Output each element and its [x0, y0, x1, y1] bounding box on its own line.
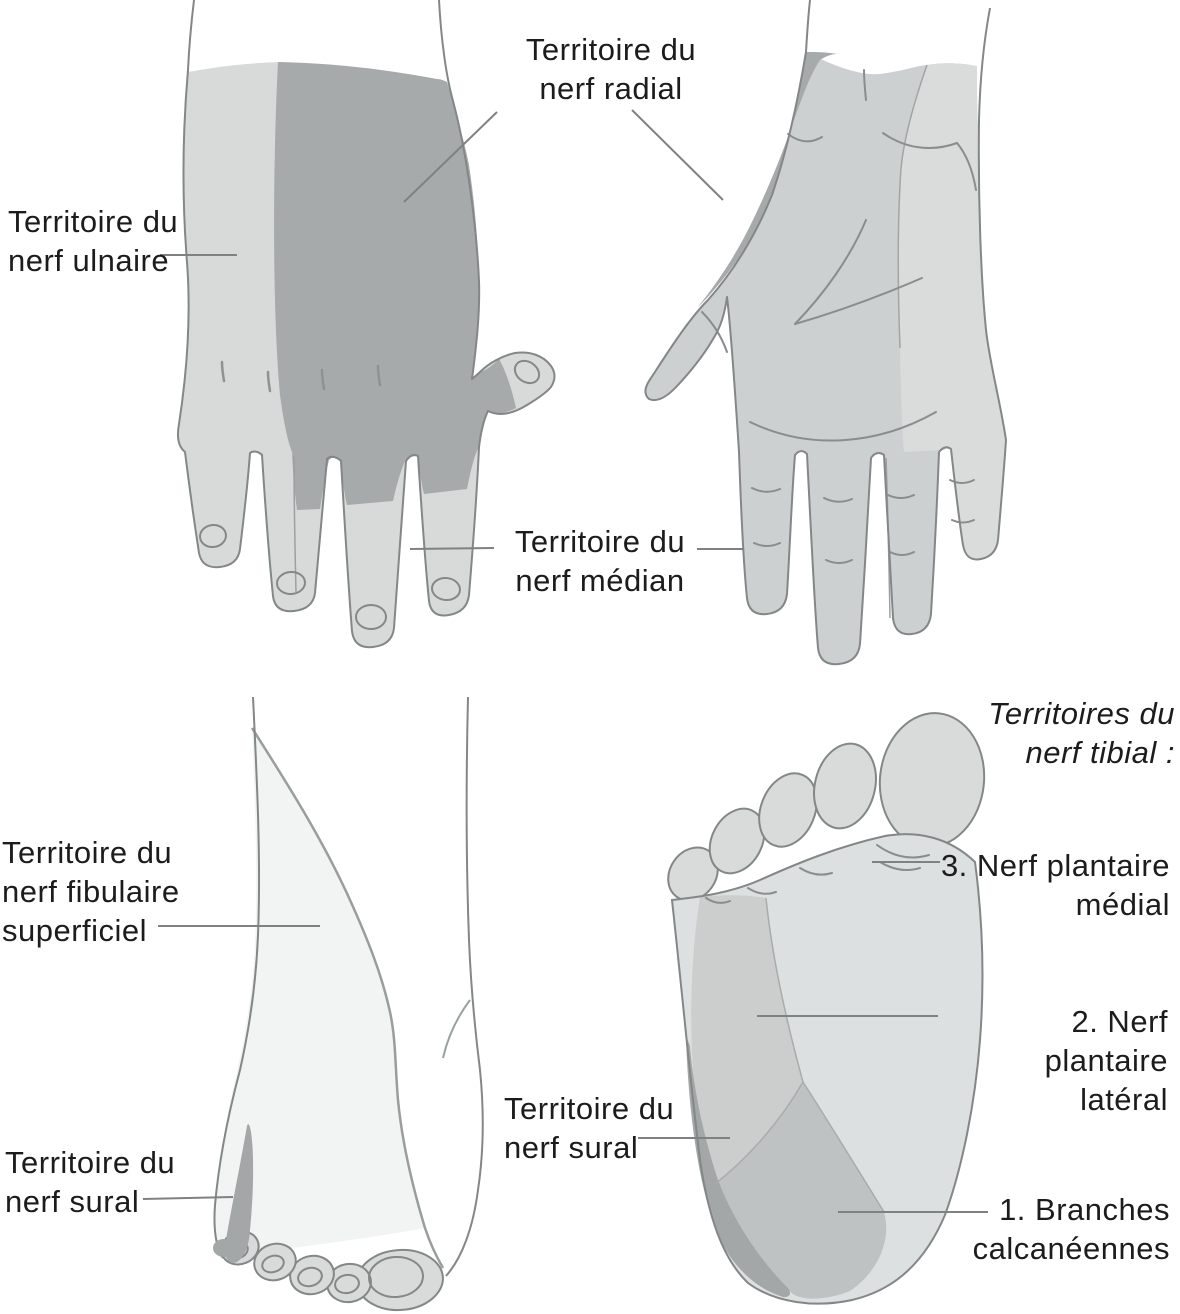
label-lateral-plantar-nerve: 2. Nerf plantaire latéral — [1044, 1004, 1168, 1117]
right-foot-lateral-plantar-region — [691, 895, 803, 1184]
leader-radial-left — [403, 111, 498, 203]
label-superficial-fibular-territory: Territoire du nerf fibulaire superficiel — [2, 835, 180, 948]
left-foot-sural-toe-spot — [213, 1239, 235, 1257]
leader-median-left — [409, 547, 495, 550]
right-hand-division-line — [897, 64, 928, 349]
right-hand-palm-creases — [701, 69, 977, 564]
label-radial-territory: Territoire du nerf radial — [525, 32, 697, 106]
leader-radial-right — [631, 109, 724, 201]
right-foot-region-boundaries — [714, 897, 885, 1213]
label-sural-territory-right-foot: Territoire du nerf sural — [504, 1091, 675, 1165]
left-foot-toes — [220, 1230, 444, 1312]
left-foot-fibular-wedge — [214, 728, 425, 1258]
right-hand-ulnar-strip — [898, 63, 1006, 560]
left-foot-wedge-boundary — [250, 727, 445, 1269]
label-calcaneal-branches: 1. Branches calcanéennes — [972, 1192, 1170, 1266]
right-hand-palmar-illustration — [644, 0, 1007, 666]
label-sural-territory-left-foot: Territoire du nerf sural — [5, 1145, 176, 1219]
label-median-territory: Territoire du nerf médian — [514, 524, 686, 598]
left-foot-lateral-edge — [445, 696, 484, 1277]
right-foot-toe-creases — [705, 844, 930, 904]
right-hand-outline — [644, 0, 1007, 666]
left-hand-radial-dark-region — [274, 62, 516, 510]
label-tibial-territories-header: Territoires du nerf tibial : — [988, 696, 1175, 770]
leader-lines — [142, 109, 988, 1213]
left-hand-outline — [176, 0, 556, 649]
right-foot-sole-illustration — [667, 712, 986, 1305]
left-hand-knuckle-ticks — [220, 360, 382, 393]
left-foot-ankle-line — [442, 999, 471, 1059]
right-foot-sural-region — [686, 1038, 791, 1298]
left-hand-fingernails — [199, 359, 541, 630]
label-ulnar-territory: Territoire du nerf ulnaire — [8, 204, 179, 278]
left-foot-sural-region — [224, 1124, 254, 1263]
left-hand-dorsal-illustration — [176, 0, 556, 649]
left-hand-ring-split-line — [293, 455, 297, 593]
leader-sural-left-foot — [142, 1196, 234, 1200]
left-foot-illustration — [213, 696, 484, 1312]
right-foot-outline — [670, 833, 984, 1305]
right-foot-toes — [667, 712, 986, 902]
right-foot-calcaneal-region — [715, 1082, 887, 1299]
left-foot-medial-edge — [213, 696, 261, 1259]
label-medial-plantar-nerve: 3. Nerf plantaire médial — [940, 848, 1170, 922]
